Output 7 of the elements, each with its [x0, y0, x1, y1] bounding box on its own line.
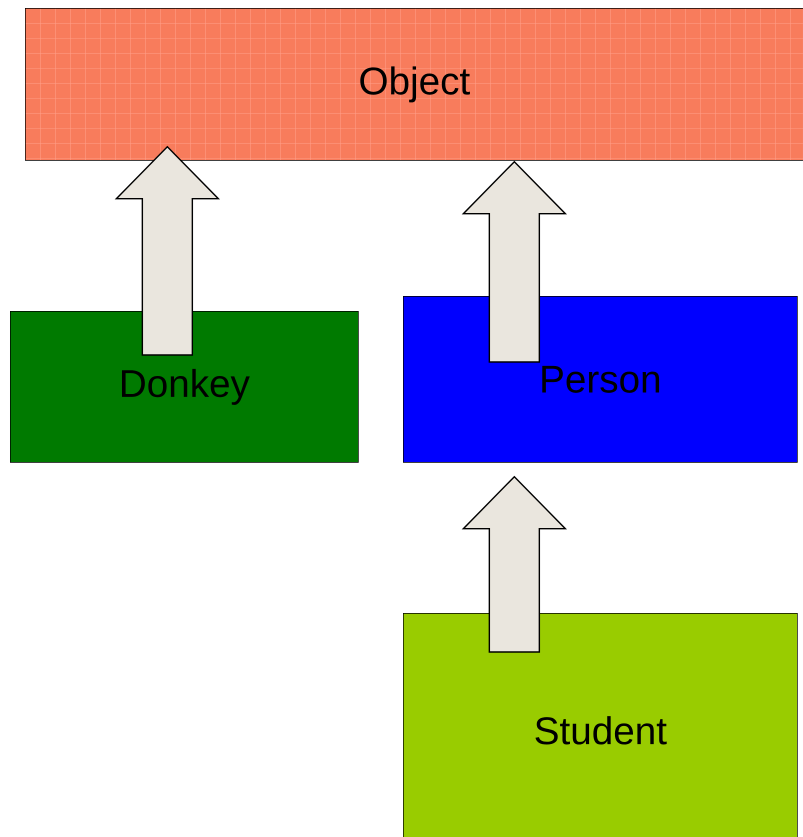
class-box: Donkey	[10, 311, 359, 463]
class-box: Student	[403, 613, 798, 837]
block-arrow	[114, 146, 220, 356]
block-arrow	[462, 160, 568, 363]
block-arrow	[462, 476, 568, 653]
class-box: Person	[403, 296, 798, 463]
class-box: Object	[25, 8, 803, 161]
